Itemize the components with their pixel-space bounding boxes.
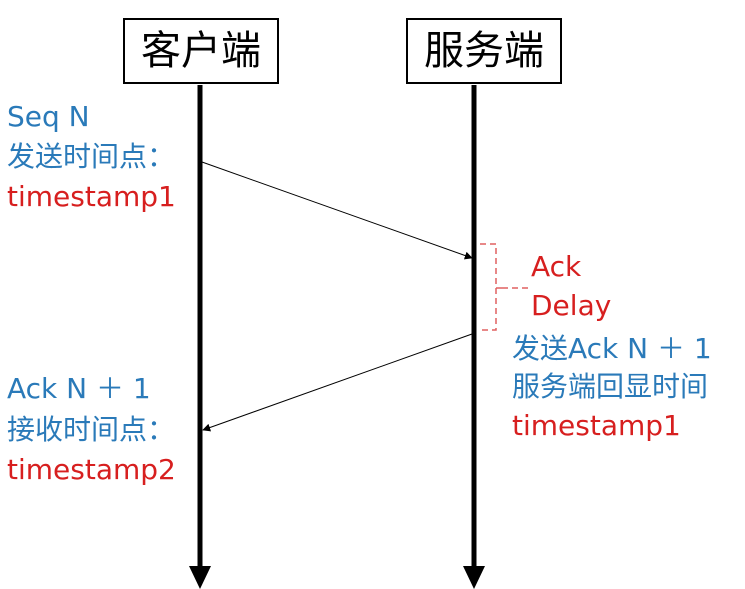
ack-delay-bracket	[480, 243, 502, 331]
client-recv-time-label: 接收时间点：	[7, 413, 176, 446]
seq-message-arrow	[201, 161, 473, 260]
client-participant-box: 客户端	[123, 18, 279, 84]
server-participant-box: 服务端	[406, 18, 562, 84]
client-recv-ack: Ack N ＋ 1	[7, 372, 151, 405]
server-send-ack: 发送Ack N ＋ 1	[512, 332, 712, 365]
client-send-seq: Seq N	[7, 100, 90, 133]
client-recv-timestamp: timestamp2	[7, 453, 176, 486]
client-lifeline-arrowhead	[189, 566, 211, 589]
ack-delay-line2: Delay	[531, 289, 612, 322]
server-participant-label: 服务端	[424, 28, 544, 74]
ack-message-arrow	[202, 333, 473, 432]
server-echo-time-label: 服务端回显时间	[512, 370, 709, 403]
server-echo-timestamp: timestamp1	[512, 409, 681, 442]
ack-delay-line1: Ack	[531, 250, 582, 283]
server-lifeline-arrowhead	[463, 566, 485, 589]
client-send-time-label: 发送时间点：	[7, 140, 176, 173]
client-participant-label: 客户端	[141, 28, 261, 74]
client-send-timestamp: timestamp1	[7, 180, 176, 213]
